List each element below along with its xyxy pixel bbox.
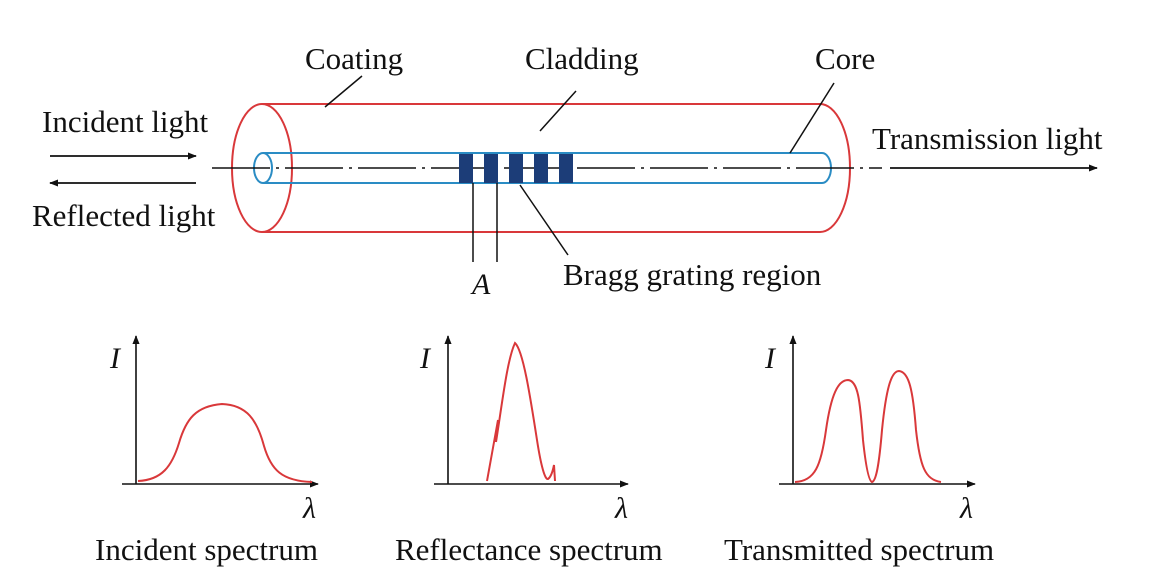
coating-leader <box>324 75 363 108</box>
coating-label: Coating <box>305 41 403 76</box>
y-axis-label: I <box>109 342 122 375</box>
grating-leader <box>519 184 569 256</box>
reflectance-curve <box>486 341 556 482</box>
grating-bar <box>559 154 573 183</box>
y-axis-label: I <box>764 342 777 375</box>
x-axis-label: λ <box>614 492 628 525</box>
reflected-light-label: Reflected light <box>32 198 216 233</box>
transmitted-spectrum-plot: I λ Transmitted spectrum <box>724 335 994 567</box>
grating-bar <box>534 154 548 183</box>
reflectance-spectrum-plot: I λ Reflectance spectrum <box>395 335 663 567</box>
incident-curve <box>137 402 313 483</box>
period-label: A <box>470 268 491 301</box>
spectrum-caption: Reflectance spectrum <box>395 532 663 567</box>
x-axis-label: λ <box>959 492 973 525</box>
y-axis-label: I <box>419 342 432 375</box>
core-leader <box>789 82 835 154</box>
bragg-grating <box>459 154 573 183</box>
transmitted-curve <box>794 369 942 484</box>
spectrum-caption: Incident spectrum <box>95 532 318 567</box>
cladding-leader <box>539 90 577 132</box>
cladding-label: Cladding <box>525 41 639 76</box>
incident-spectrum-plot: I λ Incident spectrum <box>95 335 319 567</box>
core-label: Core <box>815 41 875 76</box>
grating-bar <box>459 154 473 183</box>
spectrum-caption: Transmitted spectrum <box>724 532 994 567</box>
grating-bar <box>484 154 498 183</box>
x-axis-label: λ <box>302 492 316 525</box>
incident-light-label: Incident light <box>42 104 209 139</box>
grating-region-label: Bragg grating region <box>563 257 822 292</box>
transmission-light-label: Transmission light <box>872 121 1103 156</box>
grating-bar <box>509 154 523 183</box>
